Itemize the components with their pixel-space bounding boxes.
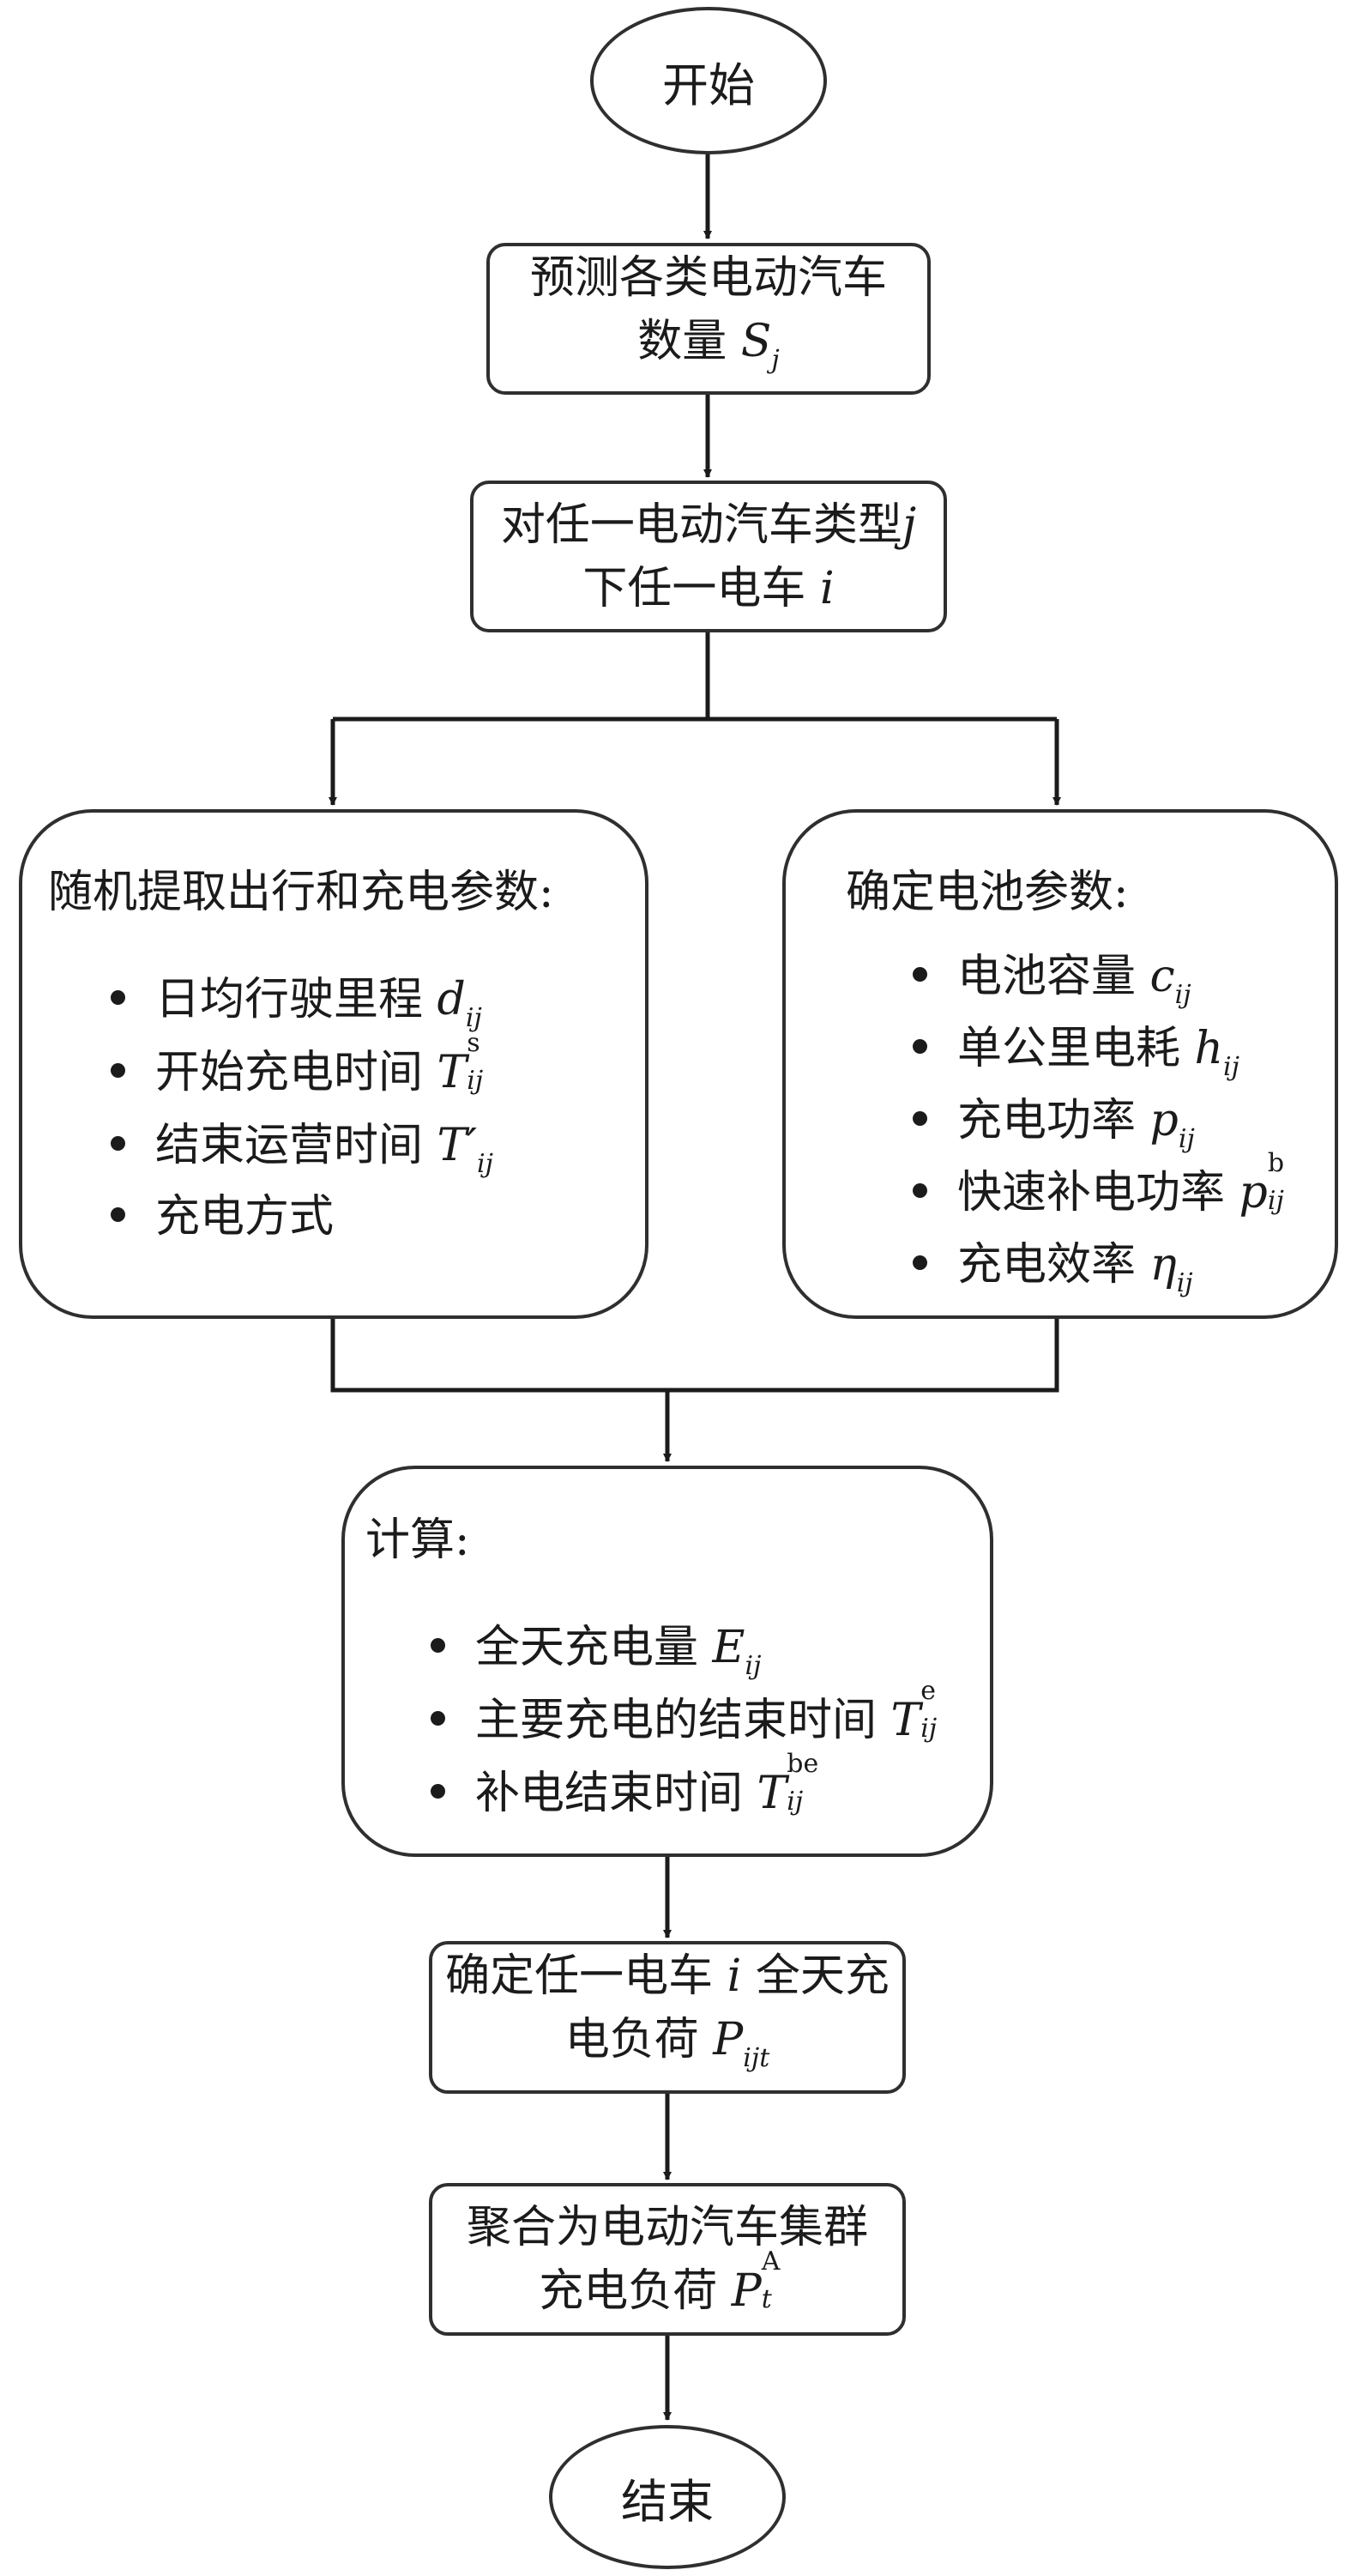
- battery-title: 确定电池参数:: [846, 867, 1129, 918]
- select-var-i: i: [819, 562, 835, 614]
- battery-item: 充电功率 pij: [913, 1084, 1195, 1154]
- end-node: 结束: [549, 2425, 786, 2569]
- start-label: 开始: [662, 57, 755, 112]
- predict-sub: j: [771, 344, 780, 375]
- aggregate-line1: 聚合为电动汽车集群: [466, 2202, 868, 2253]
- travel-item: 日均行驶里程 dij: [111, 963, 482, 1033]
- travel-item: 充电方式: [110, 1180, 334, 1244]
- predict-line2: 数量: [637, 315, 727, 367]
- travel-title: 随机提取出行和充电参数:: [48, 867, 554, 918]
- load-node: 确定任一电车 i 全天充 电负荷 Pijt: [429, 1941, 906, 2094]
- aggregate-line2: 充电负荷: [539, 2265, 718, 2317]
- end-label: 结束: [621, 2474, 714, 2529]
- predict-var: S: [740, 315, 772, 367]
- split-line: [333, 631, 1057, 722]
- predict-node: 预测各类电动汽车 数量 Sj: [486, 243, 931, 395]
- load-sub: ijt: [743, 2043, 770, 2073]
- merge-line: [330, 1317, 1059, 1393]
- load-line1a: 确定任一电车: [445, 1950, 714, 2002]
- compute-title: 计算:: [365, 1515, 470, 1566]
- battery-params-node: 确定电池参数: 电池容量 cij 单公里电耗 hij 充电功率 pij 快速补电…: [782, 809, 1338, 1319]
- aggregate-sup: A: [761, 2246, 781, 2277]
- compute-item: 全天充电量 Eij: [430, 1611, 761, 1681]
- aggregate-sub: t: [761, 2284, 772, 2314]
- aggregate-var: P: [731, 2265, 762, 2317]
- load-line1b: 全天充: [755, 1950, 890, 2002]
- travel-item: 结束运营时间 T′ij: [111, 1109, 493, 1179]
- battery-item: 单公里电耗 hij: [913, 1012, 1239, 1082]
- select-node: 对任一电动汽车类型j 下任一电车 i: [470, 481, 947, 632]
- select-line2: 下任一电车: [582, 562, 806, 614]
- select-line1: 对任一电动汽车类型: [500, 499, 902, 551]
- load-var: P: [713, 2014, 744, 2065]
- battery-item: 电池容量 cij: [913, 940, 1191, 1010]
- predict-line1: 预测各类电动汽车: [529, 251, 887, 304]
- load-line2: 电负荷: [564, 2014, 699, 2065]
- load-var-i: i: [727, 1950, 742, 2002]
- select-var-j: j: [902, 499, 917, 551]
- start-node: 开始: [590, 7, 827, 154]
- battery-item: 充电效率 ηij: [913, 1228, 1193, 1298]
